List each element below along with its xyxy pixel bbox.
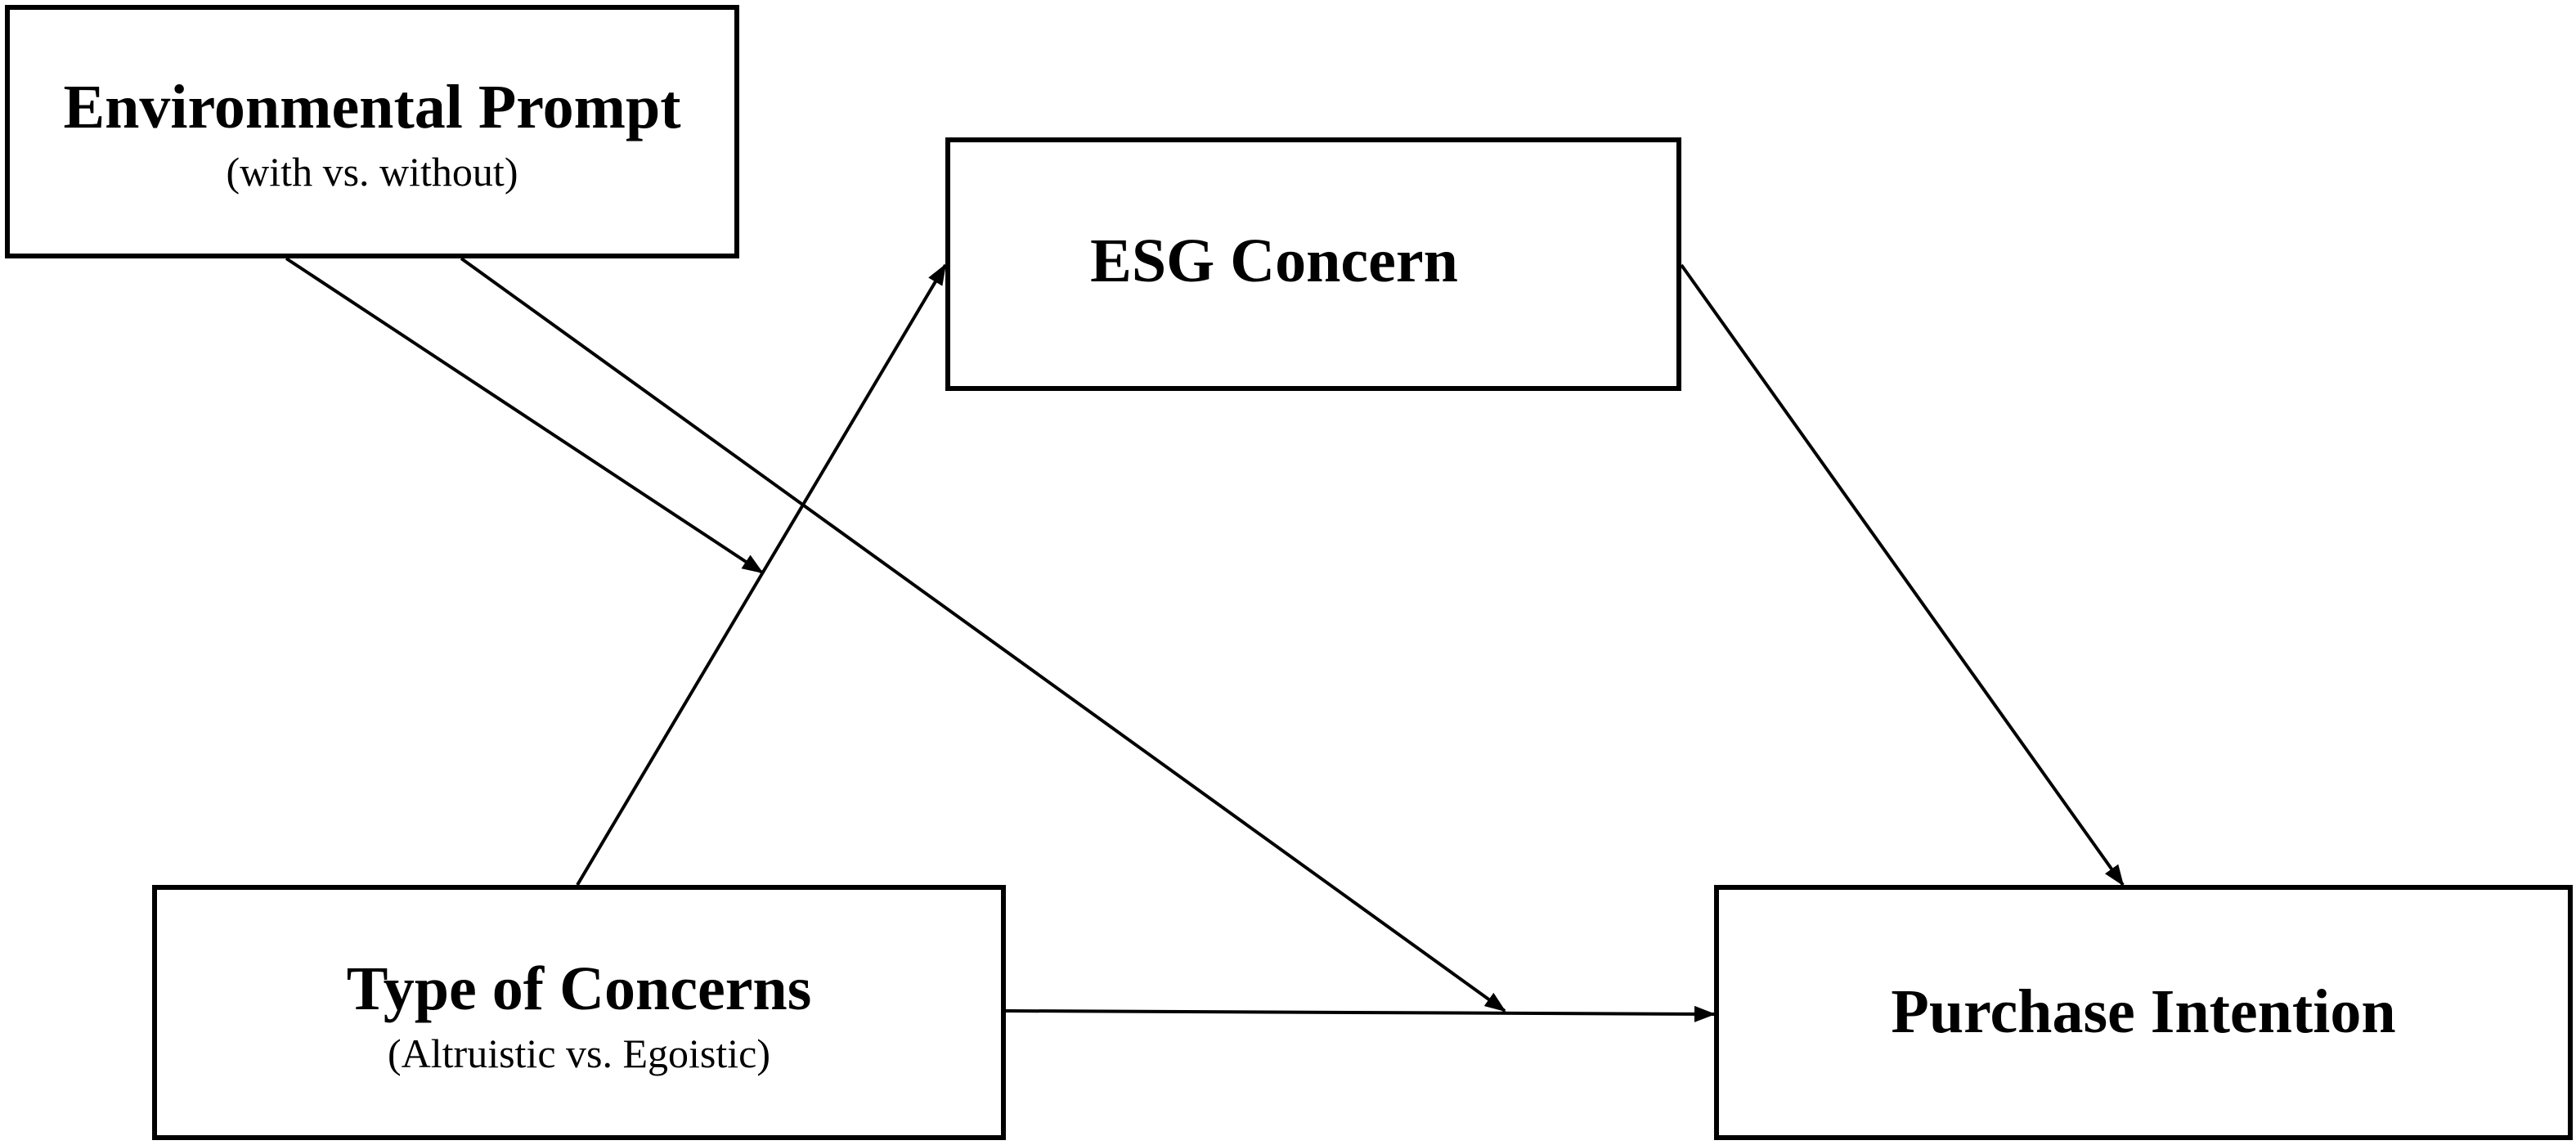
arrow-esg-to-purchase [1680, 263, 2125, 887]
arrow-env-moderates-type-purchase [460, 257, 1506, 1013]
environmental-prompt-title: Environmental Prompt [63, 73, 681, 141]
esg-concern-box: ESG Concern [945, 137, 1681, 391]
esg-concern-title: ESG Concern [1090, 227, 1458, 295]
purchase-intention-box: Purchase Intention [1714, 885, 2573, 1140]
environmental-prompt-subtitle: (with vs. without) [226, 148, 518, 195]
arrow-type-to-esg [576, 263, 947, 887]
type-of-concerns-box: Type of Concerns (Altruistic vs. Egoisti… [152, 885, 1006, 1140]
environmental-prompt-box: Environmental Prompt (with vs. without) [5, 5, 739, 258]
arrow-type-to-purchase [1005, 1005, 1716, 1022]
arrow-env-moderates-type-esg [285, 257, 764, 574]
type-of-concerns-subtitle: (Altruistic vs. Egoistic) [388, 1030, 770, 1076]
purchase-intention-title: Purchase Intention [1891, 977, 2396, 1047]
type-of-concerns-title: Type of Concerns [346, 954, 812, 1024]
